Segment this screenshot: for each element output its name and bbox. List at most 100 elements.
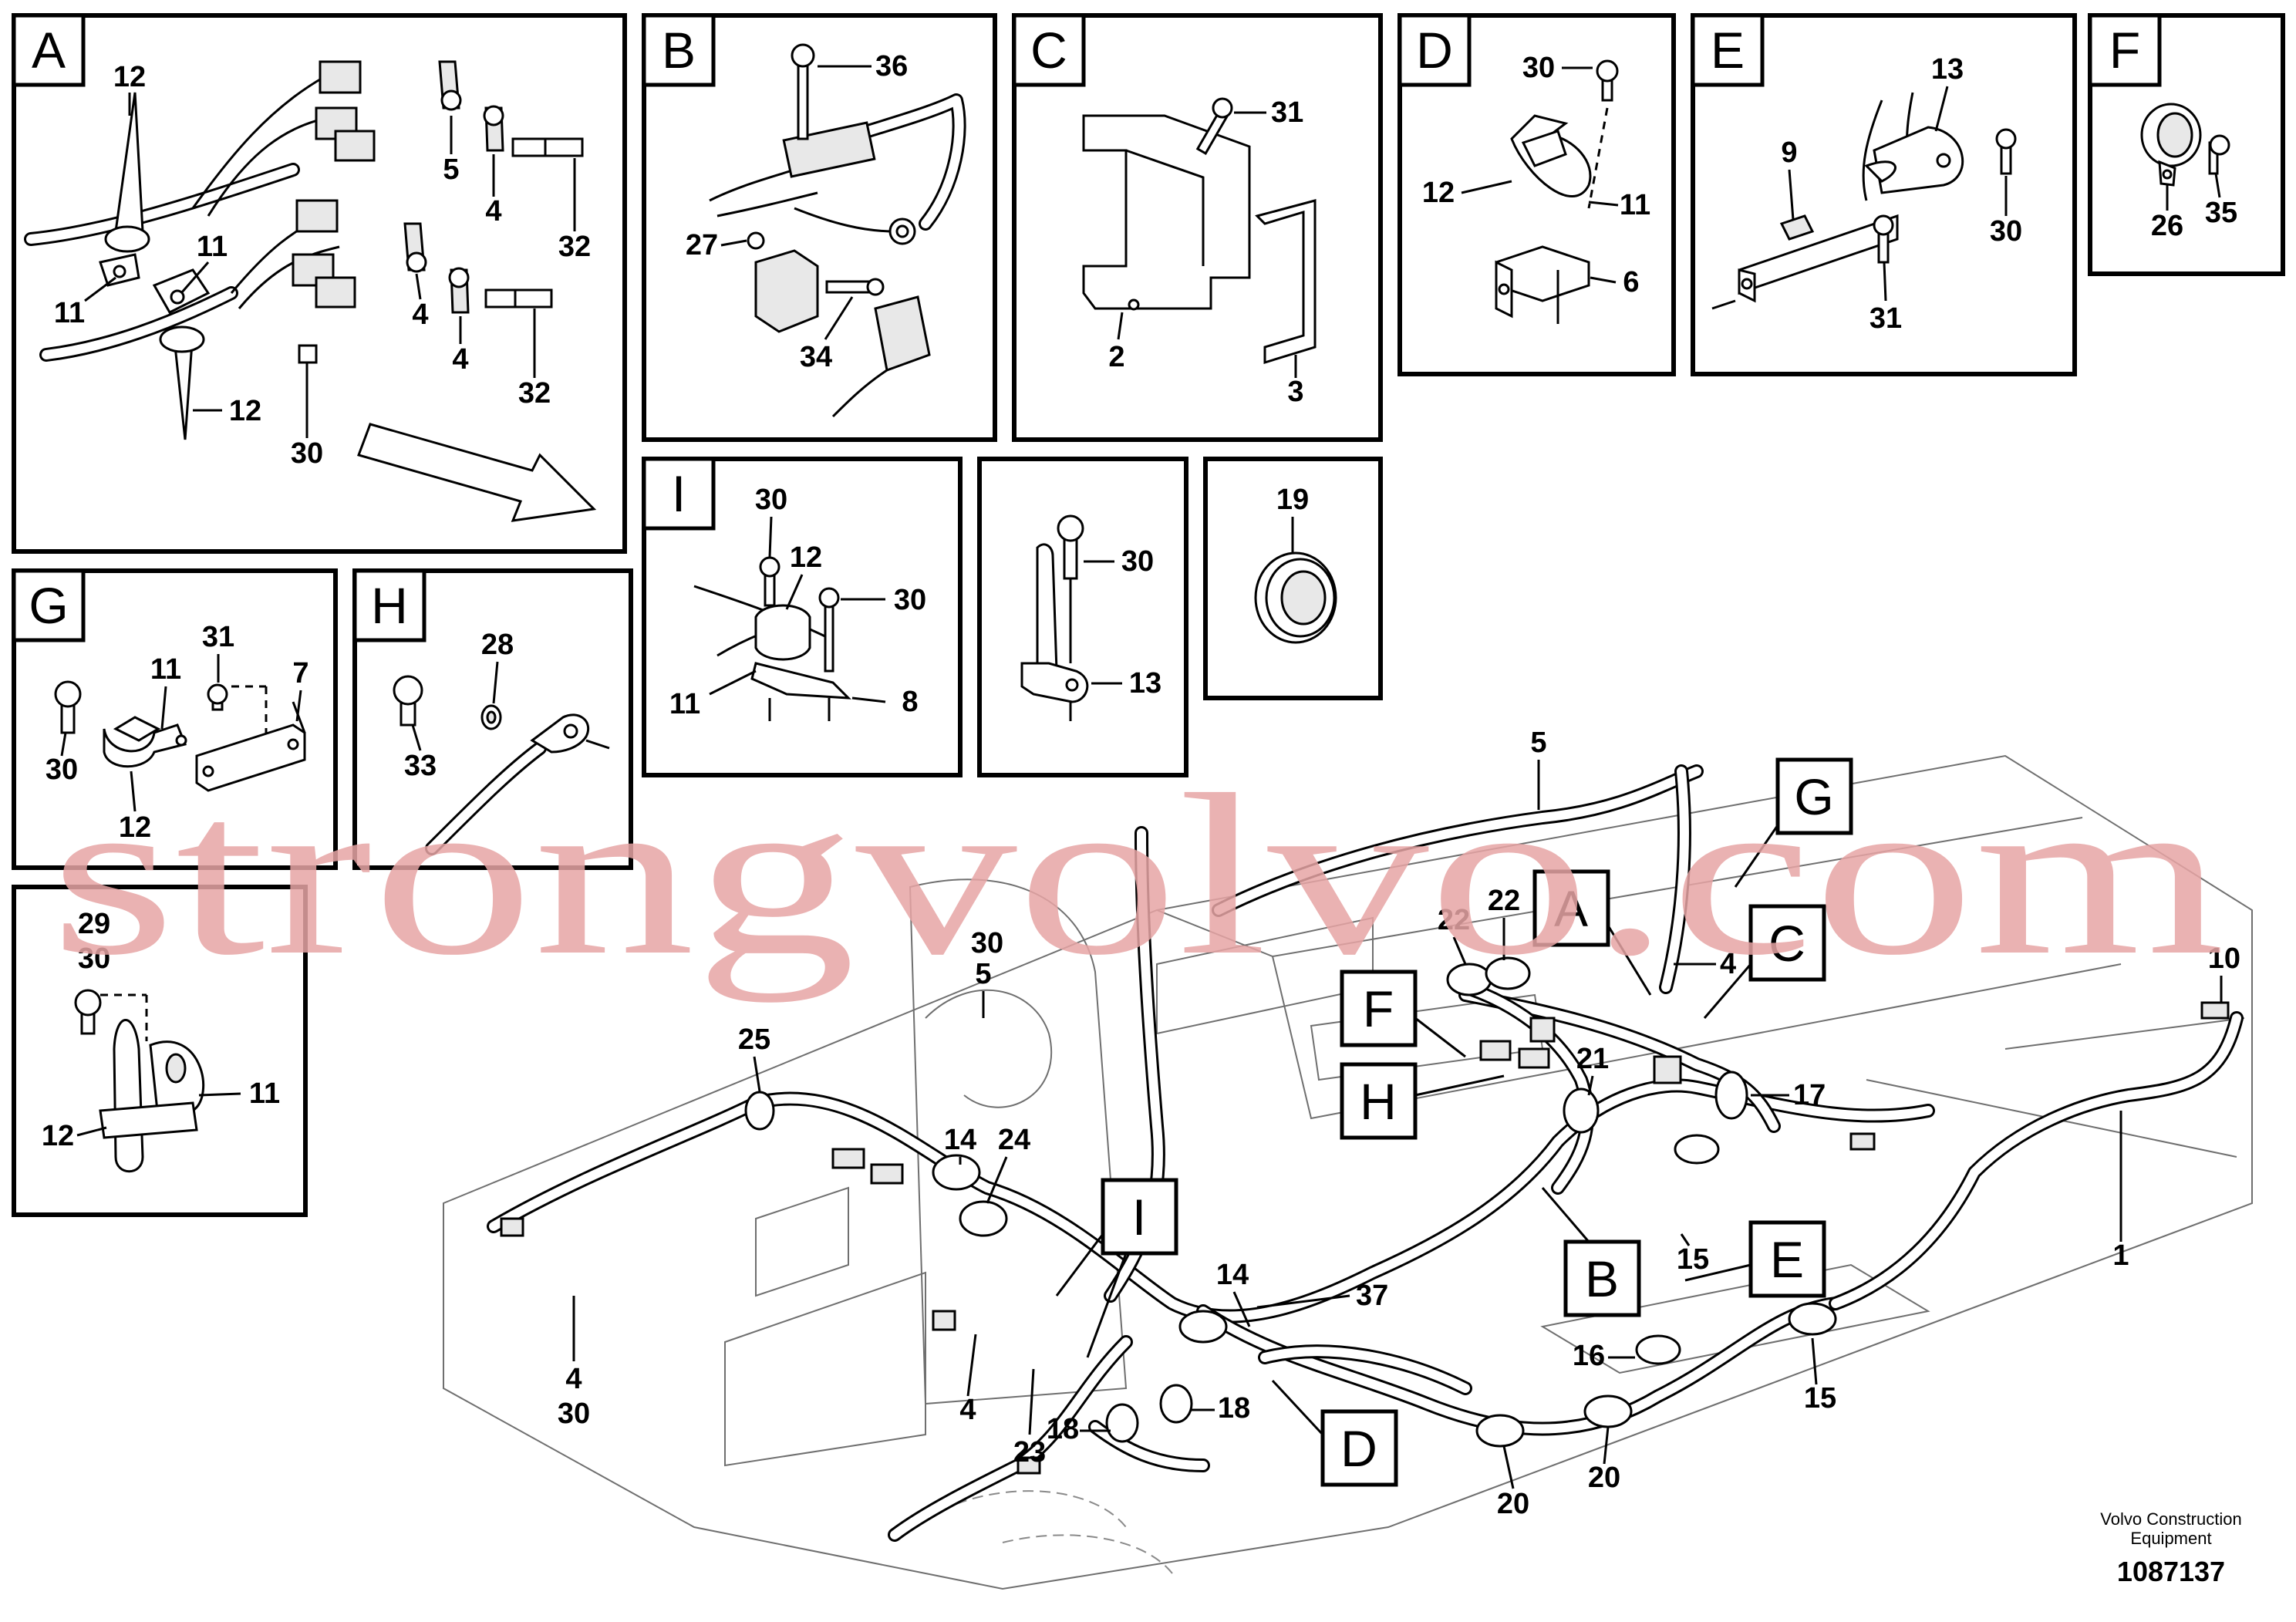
part-number: 1 <box>2112 1239 2129 1272</box>
callout-box-b: B <box>1541 1187 1641 1317</box>
panel-letter: F <box>2109 22 2140 79</box>
part-number: 12 <box>119 811 151 844</box>
detail-panel-c: C 31 2 3 <box>1012 13 1383 442</box>
part-number: 23 <box>1013 1436 1046 1469</box>
part-number: 11 <box>54 297 85 329</box>
machine-frame <box>443 754 2253 1590</box>
part-number: 17 <box>1793 1079 1826 1111</box>
part-number: 30 <box>78 943 110 975</box>
part-number: 25 <box>738 1023 770 1056</box>
callout-box-g: G <box>1734 757 1853 888</box>
detail-panel-h: H 28 33 <box>352 568 633 870</box>
panel-k-drawing <box>1254 551 1337 644</box>
part-number: 14 <box>1216 1259 1249 1291</box>
part-number: 11 <box>1620 189 1650 221</box>
part-number: 12 <box>1422 177 1455 209</box>
part-number: 4 <box>452 343 468 376</box>
part-number: 12 <box>229 395 261 427</box>
part-number: 27 <box>686 229 718 261</box>
part-number: 10 <box>2208 943 2240 975</box>
callout-letter: G <box>1794 768 1833 825</box>
part-number: 4 <box>485 195 501 228</box>
part-number: 28 <box>481 629 514 661</box>
callout-letter: E <box>1770 1231 1804 1288</box>
part-number: 11 <box>249 1077 280 1110</box>
callout-letter: B <box>1585 1250 1619 1307</box>
part-number: 2 <box>1108 341 1124 373</box>
part-number: 6 <box>1623 266 1639 298</box>
panel-letter: B <box>662 22 696 79</box>
part-number: 22 <box>1488 885 1520 917</box>
part-number: 32 <box>518 377 551 410</box>
detail-panel-g: G 31 11 7 30 12 <box>12 568 338 870</box>
panel-d-drawing <box>1495 59 1619 324</box>
callout-box-c: C <box>1703 904 1826 1019</box>
part-number: 13 <box>1931 53 1964 86</box>
callout-box-d: D <box>1271 1379 1398 1487</box>
detail-panel-b: B 36 27 34 <box>642 13 997 442</box>
detail-panel-d: D 30 12 11 6 <box>1397 13 1676 376</box>
panel-l-drawing <box>74 989 205 1173</box>
part-number: 8 <box>902 686 918 718</box>
part-number: 30 <box>1121 545 1154 578</box>
part-number: 4 <box>959 1394 976 1426</box>
part-number: 31 <box>1271 96 1303 129</box>
detail-panel-l: 29 30 11 12 <box>12 885 308 1217</box>
credit-line-1: Volvo Construction <box>2100 1509 2241 1529</box>
panel-i-drawing <box>693 556 851 721</box>
part-number: 18 <box>1218 1392 1250 1425</box>
footer: Volvo Construction Equipment 1087137 <box>2100 1509 2241 1587</box>
callout-box-h: H <box>1340 1062 1505 1140</box>
part-number: 3 <box>1287 376 1303 408</box>
panel-letter: I <box>672 465 686 522</box>
part-number: 32 <box>558 231 591 263</box>
part-number: 30 <box>894 584 926 616</box>
part-number: 21 <box>1576 1043 1609 1075</box>
part-number: 30 <box>755 484 787 516</box>
part-number: 26 <box>2151 210 2183 242</box>
document-number: 1087137 <box>2117 1556 2225 1587</box>
panel-letter: G <box>29 577 68 634</box>
callout-letter: D <box>1340 1420 1377 1477</box>
panel-letter: E <box>1711 22 1745 79</box>
grommets <box>744 956 1837 1448</box>
watermark-text: strongvolvo.com <box>50 747 2225 1003</box>
part-number: 33 <box>404 750 437 782</box>
callout-box-f: F <box>1340 969 1466 1058</box>
panel-f-drawing <box>2140 103 2230 187</box>
part-number: 31 <box>1870 302 1902 335</box>
part-number: 30 <box>1990 215 2022 248</box>
part-number: 24 <box>998 1124 1030 1156</box>
panel-j-drawing <box>1020 514 1089 721</box>
panel-letter: A <box>32 22 66 79</box>
part-number: 13 <box>1129 667 1161 700</box>
callout-box-e: E <box>1684 1220 1826 1298</box>
part-number: 11 <box>197 231 228 263</box>
part-number: 16 <box>1573 1340 1605 1372</box>
callout-box-a: A <box>1532 869 1652 996</box>
main-assembly: G A C F H B E <box>443 727 2253 1590</box>
part-number: 11 <box>150 653 181 686</box>
panel-h-drawing <box>393 675 610 855</box>
part-number: 4 <box>565 1363 582 1395</box>
part-number: 11 <box>669 688 700 720</box>
panel-letter: D <box>1416 22 1453 79</box>
panel-g-drawing <box>54 680 306 792</box>
part-number: 12 <box>42 1120 74 1152</box>
part-number: 36 <box>875 50 908 83</box>
detail-panel-j: 30 13 <box>977 457 1188 777</box>
part-number: 5 <box>975 958 991 990</box>
part-number: 30 <box>46 754 78 786</box>
part-number: 12 <box>113 61 146 93</box>
part-number: 35 <box>2205 197 2237 229</box>
callout-letter: F <box>1363 980 1394 1037</box>
part-number: 9 <box>1781 137 1797 169</box>
callout-letter: I <box>1132 1189 1146 1246</box>
callout-letter: C <box>1768 915 1805 972</box>
part-number: 12 <box>790 541 822 574</box>
detail-panel-k: 19 <box>1203 457 1383 700</box>
detail-panel-i: I 30 12 30 11 8 <box>642 457 963 777</box>
part-number: 5 <box>443 153 459 186</box>
part-number: 19 <box>1276 484 1309 516</box>
panel-a-drawing <box>24 60 597 522</box>
